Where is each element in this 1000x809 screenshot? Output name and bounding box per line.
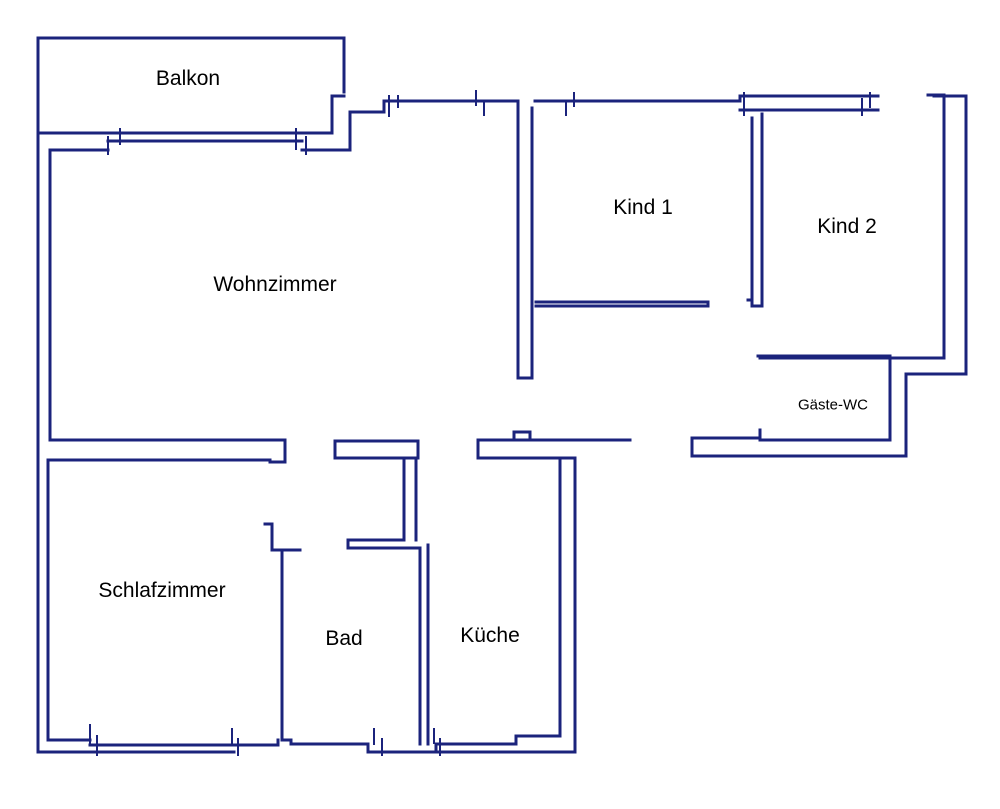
- room-label-kind-2: Kind 2: [817, 215, 877, 238]
- room-label-bad: Bad: [325, 627, 363, 650]
- balcony-walls: [36, 36, 346, 754]
- exterior-walls: [36, 93, 968, 754]
- interior-walls: [46, 99, 892, 746]
- room-label-kueche: Küche: [460, 624, 520, 647]
- room-label-gaeste-wc: Gäste-WC: [797, 396, 869, 414]
- room-label-kind-1: Kind 1: [613, 196, 673, 219]
- window-marks: [89, 90, 871, 756]
- room-label-schlafzimmer: Schlafzimmer: [98, 579, 226, 602]
- room-label-wohnzimmer: Wohnzimmer: [213, 273, 337, 296]
- room-label-balkon: Balkon: [155, 67, 221, 90]
